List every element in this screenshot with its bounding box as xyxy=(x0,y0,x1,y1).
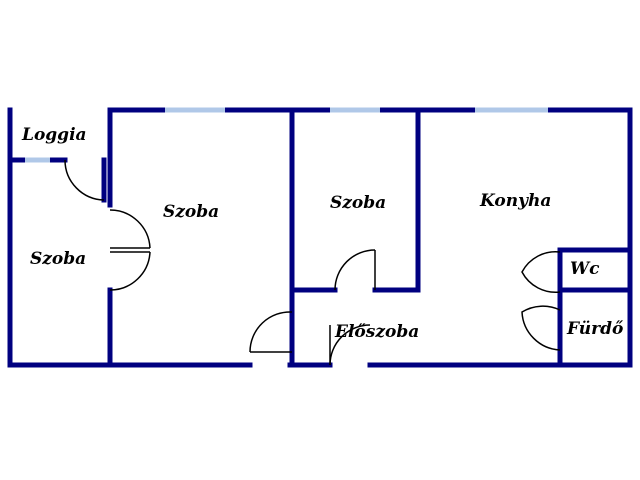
room-label-szoba-left: Szoba xyxy=(30,249,86,269)
doors xyxy=(64,159,561,366)
door-szoba-middle xyxy=(334,249,376,291)
door-entrance-left xyxy=(249,311,293,353)
room-labels: Loggia Szoba Szoba Szoba Konyha Előszoba… xyxy=(21,125,624,342)
room-label-furdo: Fürdő xyxy=(566,319,624,339)
walls xyxy=(7,107,633,368)
room-label-szoba-right: Szoba xyxy=(330,193,386,213)
windows xyxy=(25,107,548,163)
room-label-konyha: Konyha xyxy=(479,191,551,211)
door-wc xyxy=(521,251,561,293)
room-label-loggia: Loggia xyxy=(21,125,87,145)
room-label-eloszoba: Előszoba xyxy=(334,322,419,342)
door-szoba-double-upper xyxy=(109,209,151,249)
door-szoba-double-lower xyxy=(109,251,151,291)
door-furdo xyxy=(521,305,561,351)
room-label-szoba-center: Szoba xyxy=(163,202,219,222)
room-label-wc: Wc xyxy=(570,259,600,279)
door-loggia xyxy=(64,159,105,201)
